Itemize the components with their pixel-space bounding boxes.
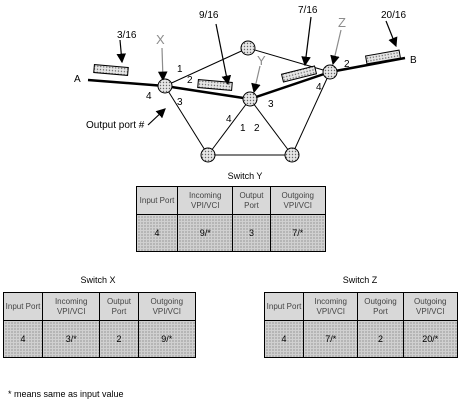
switch-z-cell-1: 7/* bbox=[302, 320, 359, 358]
switch-y-cell-3: 7/* bbox=[269, 214, 327, 252]
switch-bottom-right bbox=[284, 147, 300, 163]
switch-z-table: Input Port Incoming VPI/VCI Outgoing Por… bbox=[264, 292, 458, 358]
switch-nodes bbox=[157, 40, 338, 163]
switch-x-header-1: Incoming VPI/VCI bbox=[41, 292, 101, 321]
cell-label-3-16: 3/16 bbox=[117, 30, 137, 41]
cell-label-9-16: 9/16 bbox=[199, 10, 219, 21]
link-top-z bbox=[247, 47, 331, 73]
cell-label-20-16: 20/16 bbox=[381, 10, 406, 21]
switch-z-cell-3: 20/* bbox=[402, 320, 458, 358]
port-x-left: 4 bbox=[146, 91, 152, 102]
switch-y-header-1: Incoming VPI/VCI bbox=[176, 186, 234, 215]
footnote: * means same as input value bbox=[8, 389, 124, 399]
cell-y-z bbox=[280, 65, 318, 83]
port-y-down2: 2 bbox=[254, 123, 260, 134]
port-x-right: 2 bbox=[187, 75, 193, 86]
port-y-left: 4 bbox=[226, 114, 232, 125]
port-z-left: 4 bbox=[316, 82, 322, 93]
cell-a-x bbox=[93, 63, 129, 77]
port-x-down: 3 bbox=[177, 97, 183, 108]
switch-y-title: Switch Y bbox=[227, 171, 263, 181]
link-y-bottom-left bbox=[207, 98, 251, 156]
switch-z bbox=[322, 64, 338, 80]
switch-y-cell-2: 3 bbox=[232, 214, 271, 252]
switch-x-title: Switch X bbox=[80, 275, 116, 285]
port-y-down: 1 bbox=[240, 123, 246, 134]
switch-label-y: Y bbox=[257, 53, 266, 68]
network-links bbox=[164, 47, 331, 156]
switch-x-cell-0: 4 bbox=[3, 320, 43, 358]
switch-y-header-0: Input Port bbox=[136, 186, 178, 215]
link-z-bottom-right bbox=[291, 71, 331, 156]
vc-path bbox=[87, 56, 406, 101]
cell-z-b bbox=[364, 49, 402, 65]
switch-y bbox=[242, 91, 258, 107]
port-z-right: 2 bbox=[344, 59, 350, 70]
port-y-right: 3 bbox=[268, 99, 274, 110]
switch-x bbox=[157, 78, 173, 94]
link-y-bottom-right bbox=[249, 98, 293, 156]
switch-x-cell-3: 9/* bbox=[137, 320, 197, 358]
switch-z-header-0: Input Port bbox=[264, 292, 304, 321]
switch-label-z: Z bbox=[338, 15, 346, 30]
switch-label-x: X bbox=[156, 32, 165, 47]
switch-z-cell-0: 4 bbox=[264, 320, 304, 358]
switch-z-header-2: Outgoing Port bbox=[357, 292, 404, 321]
endpoint-b: B bbox=[410, 55, 417, 66]
switch-bottom-left bbox=[200, 147, 216, 163]
switch-x-header-2: Output Port bbox=[99, 292, 139, 321]
switch-x-header-0: Input Port bbox=[3, 292, 43, 321]
switch-x-header-3: Outgoing VPI/VCI bbox=[137, 292, 197, 321]
switch-x-table: Input Port Incoming VPI/VCI Output Port … bbox=[3, 292, 197, 358]
switch-y-cell-0: 4 bbox=[136, 214, 178, 252]
output-port-label: Output port # bbox=[86, 120, 145, 131]
switch-x-cell-2: 2 bbox=[99, 320, 139, 358]
cell-arrows bbox=[116, 16, 398, 126]
endpoint-a: A bbox=[74, 74, 81, 85]
switch-top bbox=[240, 40, 256, 56]
switch-z-header-1: Incoming VPI/VCI bbox=[302, 292, 359, 321]
switch-y-header-3: Outgoing VPI/VCI bbox=[269, 186, 327, 215]
link-x-bottom-left bbox=[164, 85, 209, 156]
switch-y-cell-1: 9/* bbox=[176, 214, 234, 252]
switch-z-cell-2: 2 bbox=[357, 320, 404, 358]
port-x-top: 1 bbox=[177, 64, 183, 75]
switch-y-header-2: Output Port bbox=[232, 186, 271, 215]
link-x-top bbox=[164, 47, 249, 87]
network-diagram: A B 3/16 9/16 7/16 20/16 X Y Z Output po… bbox=[74, 5, 417, 163]
switch-z-header-3: Outgoing VPI/VCI bbox=[402, 292, 458, 321]
cell-label-7-16: 7/16 bbox=[298, 5, 318, 16]
switch-x-cell-1: 3/* bbox=[41, 320, 101, 358]
switch-z-title: Switch Z bbox=[342, 275, 378, 285]
switch-y-table: Input Port Incoming VPI/VCI Output Port … bbox=[136, 186, 327, 252]
